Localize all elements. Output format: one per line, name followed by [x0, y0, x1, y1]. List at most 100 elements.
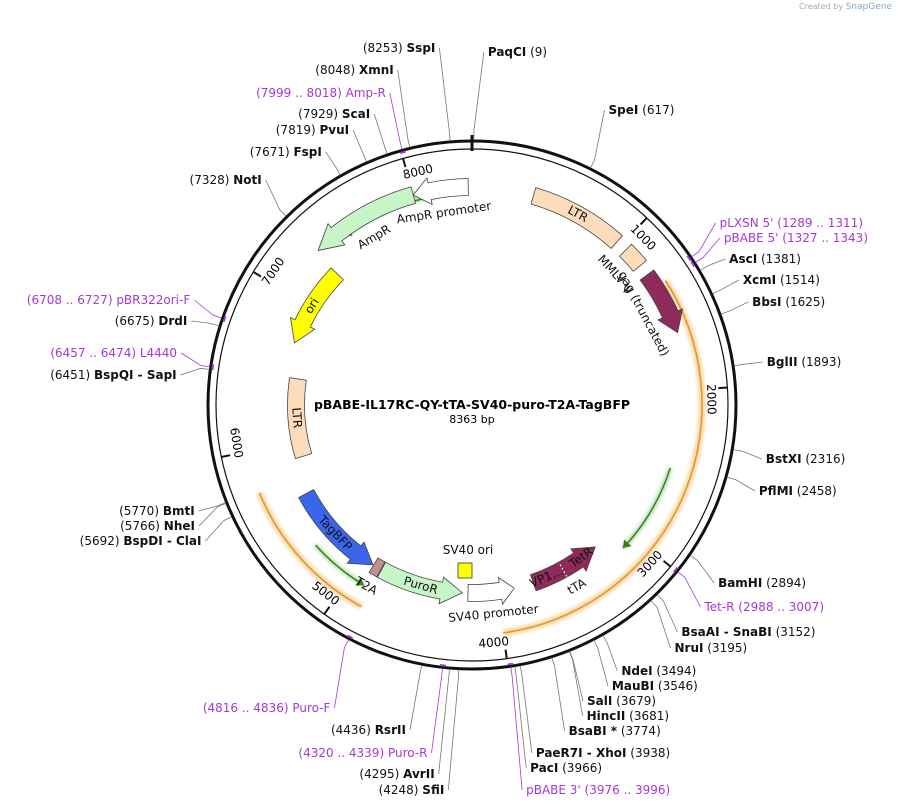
enzyme-label-bamhi[interactable]: BamHI (2894) [718, 576, 806, 590]
enzyme-label-drdi[interactable]: (6675) DrdI [115, 314, 188, 328]
primer-label-l4440[interactable]: (6457 .. 6474) L4440 [50, 346, 177, 360]
primer-label-pbabe-5[interactable]: pBABE 5' (1327 .. 1343) [724, 231, 868, 245]
enzyme-label-maubi[interactable]: MauBI (3546) [612, 679, 698, 693]
enzyme-label-sali[interactable]: SalI (3679) [587, 694, 656, 708]
ruler-tick [718, 386, 728, 390]
primer-leader [510, 667, 523, 791]
feature-label-sv40-promoter: SV40 promoter [448, 602, 540, 625]
orange-highlight-arc [258, 492, 362, 608]
ruler-tick [221, 454, 231, 458]
enzyme-label-paci[interactable]: PacI (3966) [530, 761, 602, 775]
primer-label-puro-f[interactable]: (4816 .. 4836) Puro-F [203, 701, 331, 715]
plasmid-name: pBABE-IL17RC-QY-tTA-SV40-puro-T2A-TagBFP [314, 397, 630, 412]
enzyme-label-bsabi[interactable]: BsaBI * (3774) [569, 724, 661, 738]
enzyme-label-sfii[interactable]: (4248) SfiI [379, 783, 445, 797]
feature-gag-truncated[interactable] [639, 269, 684, 334]
primer-label-tet-r[interactable]: Tet-R (2988 .. 3007) [703, 600, 824, 614]
enzyme-leader [397, 69, 411, 148]
enzyme-leader [373, 113, 388, 155]
ruler-tick [252, 271, 262, 278]
enzyme-label-bspdi-clai[interactable]: (5692) BspDI - ClaI [80, 534, 202, 548]
primer-label-pbabe-3[interactable]: pBABE 3' (3976 .. 3996) [526, 783, 670, 797]
enzyme-label-bspqi-sapi[interactable]: (6451) BspQI - SapI [50, 368, 176, 382]
label-leaders [180, 47, 763, 791]
enzyme-label-xmni[interactable]: (8048) XmnI [315, 63, 393, 77]
ruler-tick-label: 6000 [227, 427, 246, 459]
feature-ampr-promoter[interactable] [412, 177, 469, 206]
primer-mark [690, 261, 696, 268]
primer-mark [346, 634, 354, 640]
feature-puror[interactable] [376, 561, 464, 605]
enzyme-leader [590, 109, 605, 169]
green-arrowhead [355, 577, 365, 586]
enzyme-label-nhei[interactable]: (5766) NheI [120, 519, 195, 533]
feature-ltr[interactable] [530, 187, 624, 249]
primer-leader [389, 92, 403, 150]
primer-leader [334, 639, 349, 709]
feature-label-tta: tTA [565, 575, 589, 597]
enzyme-label-bstxi[interactable]: BstXI (2316) [766, 452, 845, 466]
orange-highlight-arc [503, 280, 703, 634]
enzyme-label-bmti[interactable]: (5770) BmtI [119, 504, 195, 518]
primer-mark [399, 150, 407, 155]
feature-ltr[interactable] [287, 377, 313, 460]
enzyme-leader [180, 367, 210, 376]
feature-label-ltr: LTR [289, 407, 304, 429]
enzyme-label-ndei[interactable]: NdeI (3494) [621, 664, 696, 678]
green-primer-arc [622, 467, 671, 549]
feature-mmlv[interactable] [618, 243, 647, 272]
sv40-ori-feature[interactable]: SV40 ori [443, 543, 494, 579]
feature-divider [558, 562, 568, 577]
enzyme-leader [602, 635, 618, 672]
primer-label-pbr322ori-f[interactable]: (6708 .. 6727) pBR322ori-F [27, 293, 191, 307]
enzyme-label-nrui[interactable]: NruI (3195) [674, 641, 747, 655]
enzyme-leader [205, 516, 232, 542]
enzyme-leader [593, 640, 609, 687]
enzyme-label-fspi[interactable]: (7671) FspI [250, 145, 322, 159]
enzyme-label-avrii[interactable]: (4295) AvrII [359, 767, 434, 781]
primer-leader [677, 571, 701, 608]
created-by-text: Created by [799, 2, 844, 11]
enzyme-label-xcmi[interactable]: XcmI (1514) [743, 273, 820, 287]
sv40-ori-box [457, 562, 473, 579]
enzyme-label-scai[interactable]: (7929) ScaI [298, 107, 370, 121]
enzyme-label-hincii[interactable]: HincII (3681) [587, 709, 669, 723]
enzyme-leader [265, 179, 287, 217]
primer-mark [686, 255, 692, 262]
enzyme-label-bsaai-snabi[interactable]: BsaAI - SnaBI (3152) [681, 625, 815, 639]
enzyme-label-pvui[interactable]: (7819) PvuI [276, 123, 349, 137]
enzyme-leader [551, 657, 565, 732]
ruler-tick [402, 158, 407, 168]
enzyme-label-bbsi[interactable]: BbsI (1625) [752, 295, 825, 309]
enzyme-label-paqci[interactable]: PaqCI (9) [488, 45, 547, 59]
enzyme-label-spei[interactable]: SpeI (617) [609, 103, 675, 117]
enzyme-leader [438, 47, 451, 141]
enzyme-label-noti[interactable]: (7328) NotI [190, 173, 262, 187]
primer-label-amp-r[interactable]: (7999 .. 8018) Amp-R [256, 86, 386, 100]
ruler-tick-label: 7000 [259, 255, 288, 288]
feature-ori[interactable] [289, 267, 344, 344]
feature-sv40-promoter[interactable] [467, 576, 515, 606]
primer-mark [211, 364, 215, 371]
enzyme-leader [733, 449, 762, 460]
feature-ampr[interactable] [317, 186, 417, 252]
primer-leader [695, 237, 721, 263]
enzyme-label-paer7i-xhoi[interactable]: PaeR7I - XhoI (3938) [536, 746, 670, 760]
enzyme-leader [734, 361, 763, 367]
primer-label-puro-r[interactable]: (4320 .. 4339) Puro-R [298, 746, 427, 760]
enzyme-leader [650, 600, 671, 649]
primer-label-plxsn-5[interactable]: pLXSN 5' (1289 .. 1311) [720, 216, 863, 230]
feature-tagbfp[interactable] [298, 488, 374, 566]
enzyme-leader [325, 151, 341, 176]
enzyme-label-asci[interactable]: AscI (1381) [729, 252, 801, 266]
enzyme-label-sspi[interactable]: (8253) SspI [363, 41, 436, 55]
enzyme-label-bglii[interactable]: BglII (1893) [767, 355, 842, 369]
feature-t2a[interactable] [368, 557, 386, 578]
enzyme-leader [438, 669, 450, 775]
enzyme-label-rsrii[interactable]: (4436) RsrII [331, 723, 406, 737]
enzyme-leader [447, 669, 460, 791]
ruler-tick [639, 217, 648, 226]
sv40-ori-label: SV40 ori [443, 543, 494, 557]
enzyme-label-pflmi[interactable]: PflMI (2458) [759, 484, 837, 498]
